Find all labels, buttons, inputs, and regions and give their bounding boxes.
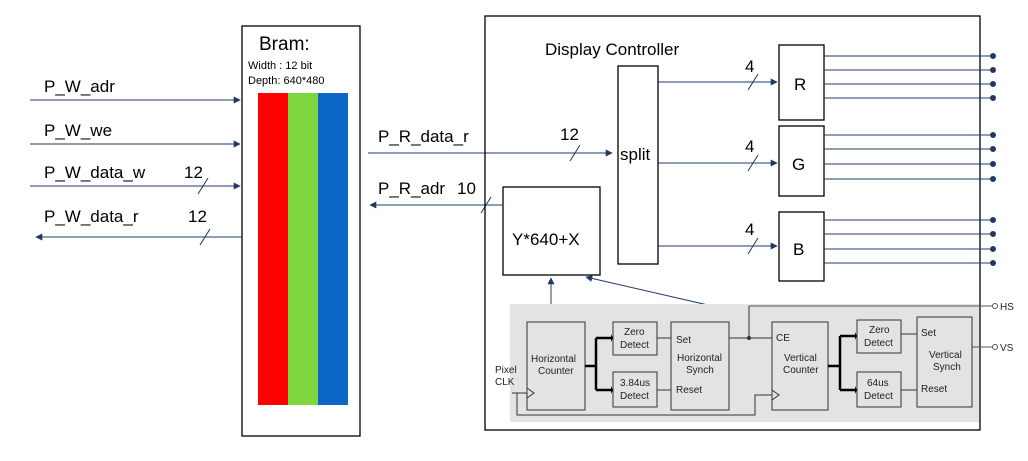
hs-label: HS	[1000, 302, 1014, 313]
bus-arrow-64	[855, 386, 857, 394]
zero-detect-h-line2: Detect	[620, 340, 649, 351]
bus-arrow-384	[611, 386, 613, 394]
pixel-clk-line1: Pixel	[495, 365, 517, 376]
signal-p-w-data-w-width: 12	[184, 163, 203, 182]
detect-64-line2: Detect	[864, 391, 893, 402]
g-block	[778, 125, 825, 197]
bram-blue-bar	[318, 93, 348, 405]
detect-384-line2: Detect	[620, 391, 649, 402]
h-synch-set: Set	[676, 335, 691, 346]
detect-384-line1: 3.84us	[620, 378, 650, 389]
v-synch-set: Set	[921, 328, 936, 339]
h-synch-line2: Synch	[686, 365, 714, 376]
detect-64-line1: 64us	[867, 378, 889, 389]
bus-vcounter-detectors	[828, 334, 855, 392]
bus-slash-g	[747, 154, 759, 172]
bus-slash-p-r-data-r	[569, 144, 581, 162]
b-label: B	[793, 240, 804, 259]
vs-label: VS	[1000, 343, 1014, 354]
b-output-lines	[824, 217, 996, 266]
r-width: 4	[745, 57, 754, 76]
bus-slash-p-r-adr	[480, 196, 492, 214]
pixel-clk-line2: CLK	[495, 377, 515, 388]
r-output-lines	[824, 53, 996, 101]
h-counter-line2: Counter	[538, 366, 574, 377]
horizontal-synch-block	[670, 321, 730, 411]
vertical-counter-block	[771, 321, 829, 411]
signal-p-r-data-r-width: 12	[560, 125, 579, 144]
r-label: R	[794, 75, 806, 94]
zero-detect-v-block	[856, 319, 902, 354]
bram-red-bar	[258, 93, 288, 405]
bus-slash-b	[747, 237, 759, 255]
v-counter-ce: CE	[776, 333, 790, 344]
bram-title: Bram:	[259, 34, 310, 55]
signal-p-r-adr-width: 10	[457, 179, 476, 198]
bus-slash-p-w-data-r	[199, 228, 211, 246]
signal-p-r-adr: P_R_adr	[378, 179, 445, 198]
bus-arrow-zero-h	[611, 334, 613, 342]
v-counter-clock-notch	[771, 389, 780, 401]
bram-green-bar	[288, 93, 318, 405]
bram-width-text: Width : 12 bit	[248, 60, 312, 72]
h-synch-reset: Reset	[676, 385, 702, 396]
wire-pixel-clk-to-v	[516, 393, 772, 416]
h-counter-clock-notch	[526, 387, 535, 399]
horizontal-counter-block	[526, 321, 586, 411]
signal-p-w-data-w: P_W_data_w	[44, 163, 146, 182]
h-counter-line1: Horizontal	[531, 354, 576, 365]
v-synch-line1: Vertical	[929, 350, 962, 361]
display-controller-block	[484, 15, 981, 431]
zero-detect-v-line2: Detect	[864, 338, 893, 349]
detect-384-block	[612, 371, 658, 408]
r-block	[778, 44, 825, 121]
v-synch-line2: Synch	[933, 362, 961, 373]
address-calc-label: Y*640+X	[512, 230, 580, 249]
g-label: G	[792, 155, 805, 174]
v-counter-line2: Counter	[783, 365, 819, 376]
signal-p-w-data-r: P_W_data_r	[44, 207, 139, 226]
g-width: 4	[745, 137, 754, 156]
split-label: split	[620, 145, 651, 164]
signal-p-r-data-r: P_R_data_r	[378, 127, 469, 146]
g-output-lines	[824, 132, 996, 182]
split-block	[617, 65, 659, 265]
v-synch-reset: Reset	[921, 384, 947, 395]
vertical-synch-block	[916, 316, 973, 408]
v-counter-line1: Vertical	[784, 353, 817, 364]
bram-depth-text: Depth: 640*480	[248, 75, 324, 87]
zero-detect-v-line1: Zero	[869, 325, 890, 336]
signal-p-w-we: P_W_we	[44, 121, 112, 140]
zero-detect-h-line1: Zero	[624, 327, 645, 338]
display-controller-title: Display Controller	[545, 40, 679, 59]
signal-p-w-data-r-width: 12	[188, 207, 207, 226]
b-width: 4	[745, 220, 754, 239]
h-synch-line1: Horizontal	[677, 353, 722, 364]
bus-hcounter-detectors	[585, 336, 611, 392]
bus-slash-p-w-data-w	[197, 177, 209, 195]
vs-terminal	[992, 344, 998, 350]
b-block	[778, 211, 825, 282]
address-calc-block	[502, 186, 601, 276]
hs-terminal	[992, 303, 998, 309]
bus-slash-r	[747, 73, 759, 91]
signal-p-w-adr: P_W_adr	[44, 77, 115, 96]
bus-arrow-zero-v	[855, 332, 857, 340]
